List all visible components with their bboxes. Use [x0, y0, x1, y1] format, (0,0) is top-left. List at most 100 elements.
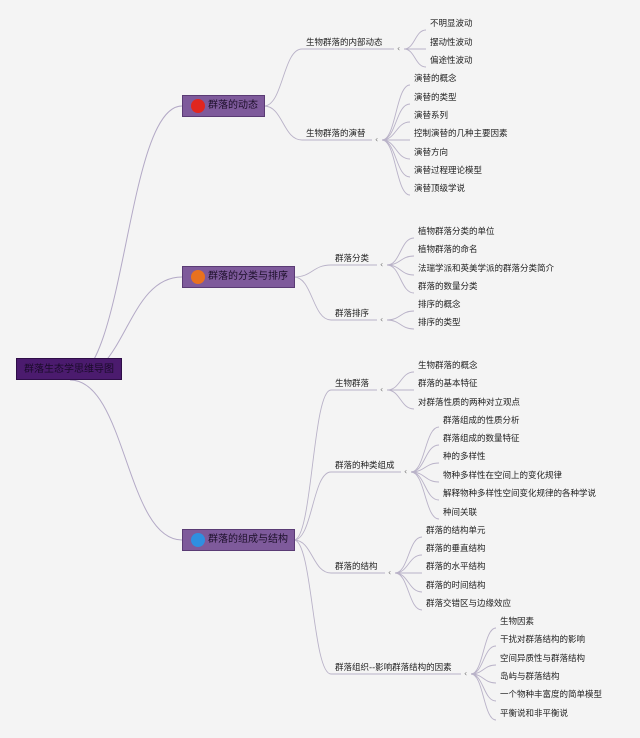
leaf-node[interactable]: 排序的类型 — [418, 318, 461, 328]
collapse-caret-icon[interactable]: ‹ — [375, 135, 379, 144]
collapse-caret-icon[interactable]: ‹ — [397, 44, 401, 53]
leaf-node[interactable]: 演替方向 — [414, 148, 449, 158]
leaf-node[interactable]: 植物群落分类的单位 — [418, 227, 495, 237]
branch-label: 群落的组成与结构 — [208, 534, 288, 545]
leaf-node[interactable]: 一个物种丰富度的简单模型 — [500, 690, 603, 700]
leaf-node[interactable]: 群落的水平结构 — [426, 562, 486, 572]
leaf-node[interactable]: 偏途性波动 — [430, 56, 473, 66]
topic-to-leaf-connector — [381, 84, 411, 141]
leaf-node[interactable]: 群落的数量分类 — [418, 282, 478, 292]
leaf-node[interactable]: 群落的垂直结构 — [426, 544, 486, 554]
leaf-node[interactable]: 群落组成的性质分析 — [443, 416, 520, 426]
leaf-node[interactable]: 种的多样性 — [443, 452, 486, 462]
leaf-node[interactable]: 摆动性波动 — [430, 38, 473, 48]
branch-to-topic-connector — [263, 105, 303, 141]
leaf-node[interactable]: 演替顶级学说 — [414, 184, 466, 194]
leaf-node[interactable]: 法瑞学派和英美学派的群落分类简介 — [418, 264, 555, 274]
topic-to-leaf-connector — [470, 664, 497, 675]
topic-to-leaf-connector — [386, 371, 415, 391]
leaf-node[interactable]: 种间关联 — [443, 508, 478, 518]
leaf-node[interactable]: 演替的概念 — [414, 74, 457, 84]
leaf-node[interactable]: 解释物种多样性空间变化规律的各种学说 — [443, 489, 597, 499]
branch-node[interactable]: 群落的分类与排序 — [182, 266, 295, 288]
leaf-node[interactable]: 生物群落的概念 — [418, 361, 478, 371]
branch-to-topic-connector — [263, 48, 303, 107]
leaf-node[interactable]: 演替系列 — [414, 111, 449, 121]
topic-to-leaf-connector — [386, 237, 415, 266]
topic-node[interactable]: 群落的种类组成 — [335, 461, 395, 471]
leaf-node[interactable]: 群落的结构单元 — [426, 526, 486, 536]
leaf-node[interactable]: 物种多样性在空间上的变化规律 — [443, 471, 563, 481]
topic-to-leaf-connector — [381, 139, 411, 160]
root-to-branch-connector — [69, 105, 183, 381]
collapse-caret-icon[interactable]: ‹ — [404, 467, 408, 476]
branch-to-topic-connector — [293, 539, 332, 675]
branch-to-topic-connector — [293, 539, 332, 574]
topic-to-leaf-connector — [386, 264, 415, 276]
collapse-caret-icon[interactable]: ‹ — [380, 260, 384, 269]
branch-marker-icon — [191, 533, 205, 547]
topic-node[interactable]: 群落分类 — [335, 254, 370, 264]
topic-node[interactable]: 生物群落 — [335, 379, 370, 389]
leaf-node[interactable]: 生物因素 — [500, 617, 535, 627]
topic-to-leaf-connector — [386, 264, 415, 294]
topic-to-leaf-connector — [394, 536, 423, 574]
branch-marker-icon — [191, 270, 205, 284]
topic-to-leaf-connector — [410, 426, 440, 473]
branch-marker-icon — [191, 99, 205, 113]
collapse-caret-icon[interactable]: ‹ — [380, 315, 384, 324]
topic-node[interactable]: 群落的结构 — [335, 562, 378, 572]
leaf-node[interactable]: 岛屿与群落结构 — [500, 672, 560, 682]
topic-to-leaf-connector — [470, 627, 497, 675]
topic-to-leaf-connector — [386, 255, 415, 266]
leaf-node[interactable]: 不明显波动 — [430, 19, 473, 29]
leaf-node[interactable]: 对群落性质的两种对立观点 — [418, 398, 521, 408]
branch-label: 群落的动态 — [208, 100, 258, 111]
topic-to-leaf-connector — [386, 389, 415, 410]
topic-to-leaf-connector — [386, 310, 415, 321]
leaf-node[interactable]: 群落的时间结构 — [426, 581, 486, 591]
topic-to-leaf-connector — [394, 572, 423, 593]
leaf-node[interactable]: 排序的概念 — [418, 300, 461, 310]
topic-to-leaf-connector — [381, 103, 411, 141]
topic-to-leaf-connector — [394, 572, 423, 611]
leaf-node[interactable]: 植物群落的命名 — [418, 245, 478, 255]
leaf-node[interactable]: 群落组成的数量特征 — [443, 434, 520, 444]
leaf-node[interactable]: 群落的基本特征 — [418, 379, 478, 389]
branch-label: 群落的分类与排序 — [208, 271, 288, 282]
topic-to-leaf-connector — [410, 462, 440, 473]
topic-to-leaf-connector — [403, 48, 427, 68]
branch-node[interactable]: 群落的动态 — [182, 95, 265, 117]
branch-node[interactable]: 群落的组成与结构 — [182, 529, 295, 551]
topic-to-leaf-connector — [381, 121, 411, 141]
collapse-caret-icon[interactable]: ‹ — [380, 385, 384, 394]
topic-to-leaf-connector — [410, 444, 440, 473]
root-to-branch-connector — [69, 379, 183, 541]
leaf-node[interactable]: 演替的类型 — [414, 93, 457, 103]
branch-to-topic-connector — [293, 389, 332, 541]
collapse-caret-icon[interactable]: ‹ — [464, 669, 468, 678]
topic-node[interactable]: 生物群落的演替 — [306, 129, 366, 139]
collapse-caret-icon[interactable]: ‹ — [388, 568, 392, 577]
topic-to-leaf-connector — [386, 319, 415, 330]
topic-node[interactable]: 群落排序 — [335, 309, 370, 319]
branch-to-topic-connector — [293, 276, 332, 321]
branch-to-topic-connector — [293, 264, 332, 278]
topic-to-leaf-connector — [381, 139, 411, 196]
branch-to-topic-connector — [293, 471, 332, 541]
topic-to-leaf-connector — [403, 29, 427, 50]
root-node[interactable]: 群落生态学思维导图 — [16, 358, 122, 380]
topic-to-leaf-connector — [470, 673, 497, 721]
leaf-node[interactable]: 群落交错区与边缘效应 — [426, 599, 512, 609]
leaf-node[interactable]: 平衡说和非平衡说 — [500, 709, 569, 719]
topic-to-leaf-connector — [470, 645, 497, 675]
leaf-node[interactable]: 空间异质性与群落结构 — [500, 654, 586, 664]
leaf-node[interactable]: 干扰对群落结构的影响 — [500, 635, 586, 645]
topic-to-leaf-connector — [394, 554, 423, 574]
topic-node[interactable]: 群落组织--影响群落结构的因素 — [335, 663, 452, 673]
leaf-node[interactable]: 演替过程理论模型 — [414, 166, 483, 176]
leaf-node[interactable]: 控制演替的几种主要因素 — [414, 129, 508, 139]
topic-node[interactable]: 生物群落的内部动态 — [306, 38, 383, 48]
topic-to-leaf-connector — [410, 471, 440, 520]
